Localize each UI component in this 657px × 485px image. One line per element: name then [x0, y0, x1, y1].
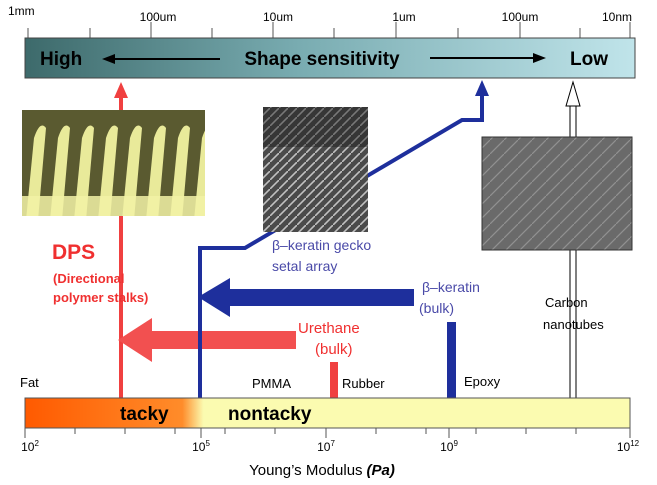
shape-sensitivity-label: Shape sensitivity [244, 49, 400, 70]
gecko-label-line1: β–keratin gecko [272, 237, 371, 253]
carbon-nanotube-arrow-icon [565, 80, 581, 398]
bottom-tick-marks [24, 428, 631, 438]
keratin-bulk-line1: β–keratin [422, 279, 480, 295]
keratin-arrow-icon [198, 278, 414, 317]
top-tick-label: 1um [392, 10, 415, 24]
modulus-axis-title: Young’s Modulus(Pa) [249, 462, 395, 479]
carbon-nanotubes-line1: Carbon [545, 295, 588, 310]
epoxy-label: Epoxy [464, 374, 501, 389]
modulus-tick-label: 105 [192, 439, 210, 454]
high-label: High [40, 49, 82, 70]
modulus-tick-label: 102 [21, 439, 39, 454]
low-label: Low [570, 49, 608, 70]
tacky-label: tacky [120, 404, 169, 425]
pmma-label: PMMA [252, 376, 291, 391]
modulus-tick-label: 107 [317, 439, 335, 454]
dps-stalks-photo [22, 110, 205, 216]
bottom-scale: tacky nontacky 102 105 107 109 1012 Youn… [21, 397, 640, 479]
urethane-line1: Urethane [298, 320, 360, 337]
top-tick-marks [27, 22, 631, 38]
urethane-line2: (bulk) [315, 341, 353, 358]
nontacky-label: nontacky [228, 404, 312, 425]
carbon-nanotubes-line2: nanotubes [543, 317, 604, 332]
top-tick-label: 100um [140, 10, 177, 24]
fat-label: Fat [20, 375, 39, 390]
left-arrow-icon [102, 54, 220, 64]
top-tick-label: 100um [502, 10, 539, 24]
modulus-tick-label: 1012 [617, 439, 640, 454]
right-arrow-icon [430, 53, 546, 63]
dps-label: DPS (Directional polymer stalks) [52, 241, 148, 305]
keratin-bulk-line2: (bulk) [419, 300, 454, 316]
top-tick-label: 10um [263, 10, 293, 24]
rubber-label: Rubber [342, 376, 385, 391]
carbon-nanotube-photo [481, 136, 633, 251]
top-tick-label: 1mm [8, 4, 35, 18]
gecko-label-line2: setal array [272, 258, 337, 274]
dps-subtitle-line1: (Directional [53, 271, 125, 286]
dps-subtitle-line2: polymer stalks) [53, 290, 148, 305]
top-tick-label: 10nm [602, 10, 632, 24]
dps-title: DPS [52, 241, 95, 264]
keratin-bulk-marker [447, 322, 456, 398]
modulus-tick-label: 109 [440, 439, 458, 454]
urethane-arrow-icon [118, 318, 296, 362]
rubber-marker [330, 362, 338, 398]
top-scale: 1mm 100um 10um 1um 100um 10nm High Shape… [8, 4, 636, 79]
tackiness-bar [24, 397, 631, 429]
gecko-setal-photo [263, 107, 368, 232]
